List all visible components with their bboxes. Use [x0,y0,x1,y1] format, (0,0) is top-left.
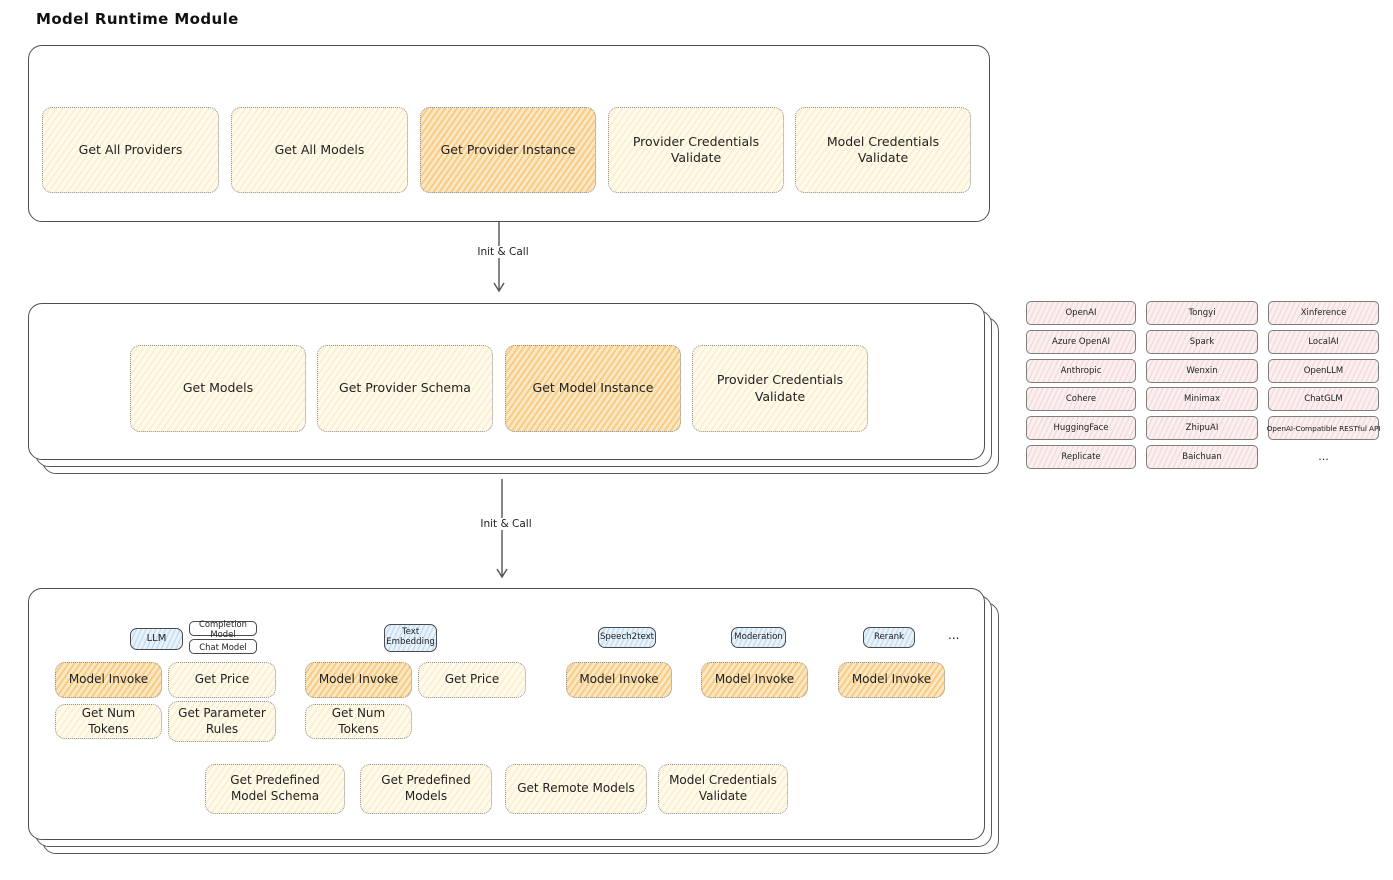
provider-name-localai: LocalAI [1268,329,1379,354]
factory-item-label: Get All Models [274,141,365,157]
model-type-completion-model: Completion Model [189,619,257,639]
factory-item-model-credentials-validate: Model Credentials Validate [795,107,971,193]
provider-name-minimax: Minimax [1146,387,1258,412]
provider-item-get-models: Get Models [130,345,306,432]
model-type-speech2text: Speech2text [598,627,656,648]
factory-item-label: Get Provider Instance [440,141,576,157]
get-remote-models: Get Remote Models [505,764,647,814]
provider-name-tongyi: Tongyi [1146,301,1258,325]
llm-get-parameter-rules: Get Parameter Rules [168,701,276,742]
provider-item-label: Get Models [182,380,254,396]
get-predefined-model-schema: Get Predefined Model Schema [205,764,345,814]
llm-get-price: Get Price [168,662,276,698]
speech2text-model-invoke: Model Invoke [566,662,672,698]
model-type-llm: LLM [130,628,183,650]
provider-name-xinference: Xinference [1268,301,1379,325]
llm-model-invoke: Model Invoke [55,662,162,698]
model-type-chat-model: Chat Model [189,639,257,654]
page-title: Model Runtime Module [36,10,239,28]
provider-name-openai: OpenAI [1026,301,1136,325]
rerank-model-invoke: Model Invoke [838,662,945,698]
arrow-2-label: Init & Call [465,518,547,530]
model-type-moderation: Moderation [731,627,786,648]
factory-item-label: Model Credentials Validate [826,133,940,165]
more-providers-ellipsis: ... [1318,450,1329,464]
provider-name-zhipuai: ZhipuAI [1146,416,1258,441]
factory-item-get-all-models: Get All Models [231,107,408,193]
provider-name-baichuan: Baichuan [1146,444,1258,469]
provider-name-openai-compatible-restful-api: OpenAI-Compatible RESTful API [1267,416,1381,441]
provider-item-get-provider-schema: Get Provider Schema [317,345,493,432]
text-embedding-get-price: Get Price [418,662,526,698]
model-credentials-validate: Model Credentials Validate [658,764,788,814]
provider-name-cohere: Cohere [1026,387,1136,412]
provider-name-chatglm: ChatGLM [1268,387,1379,412]
provider-item-label: Get Provider Schema [339,380,471,396]
moderation-model-invoke: Model Invoke [701,662,808,698]
model-type-text-embedding: Text Embedding [384,624,437,652]
get-predefined-models: Get Predefined Models [360,764,492,814]
factory-item-get-all-providers: Get All Providers [42,107,219,193]
arrow-1-label: Init & Call [462,246,544,258]
provider-name-openllm: OpenLLM [1268,358,1379,383]
model-type-rerank: Rerank [863,627,915,648]
factory-item-get-provider-instance: Get Provider Instance [420,107,596,193]
provider-name-anthropic: Anthropic [1026,358,1136,383]
provider-name-wenxin: Wenxin [1146,358,1258,383]
provider-name-azure-openai: Azure OpenAI [1026,329,1136,354]
provider-name-grid: OpenAI Tongyi Xinference Azure OpenAI Sp… [1026,301,1381,469]
factory-item-provider-credentials-validate: Provider Credentials Validate [608,107,784,193]
factory-item-label: Get All Providers [78,141,183,157]
provider-item-get-model-instance: Get Model Instance [505,345,681,432]
factory-item-label: Provider Credentials Validate [632,133,760,165]
provider-name-replicate: Replicate [1026,444,1136,469]
text-embedding-model-invoke: Model Invoke [305,662,412,698]
provider-item-label: Get Model Instance [532,380,654,396]
provider-item-provider-credentials-validate: Provider Credentials Validate [692,345,868,432]
llm-get-num-tokens: Get Num Tokens [55,704,162,739]
provider-item-label: Provider Credentials Validate [716,372,844,404]
provider-name-huggingface: HuggingFace [1026,416,1136,441]
more-model-types-ellipsis: ... [948,628,960,642]
provider-name-spark: Spark [1146,329,1258,354]
text-embedding-get-num-tokens: Get Num Tokens [305,704,412,739]
